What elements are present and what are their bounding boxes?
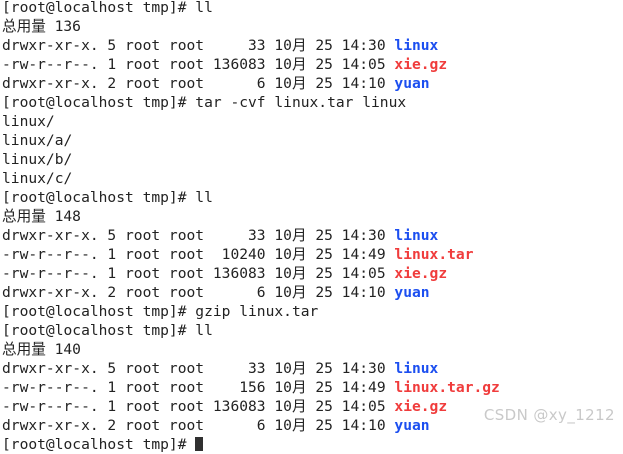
command-line[interactable]: [root@localhost tmp]# ll [2,189,213,206]
command-line[interactable]: [root@localhost tmp]# ll [2,322,213,339]
file-listing-row: -rw-r--r--. 1 root root 136083 10月 25 14… [0,397,623,416]
file-metadata: drwxr-xr-x. 5 root root 33 10月 25 14:30 [2,37,395,54]
file-listing-row: drwxr-xr-x. 2 root root 6 10月 25 14:10 y… [0,74,623,93]
file-name[interactable]: linux [394,37,439,54]
file-name[interactable]: yuan [394,284,430,301]
file-name[interactable]: linux.tar.gz [394,379,500,396]
file-listing-row: -rw-r--r--. 1 root root 10240 10月 25 14:… [0,245,623,264]
command-line[interactable]: [root@localhost tmp]# ll [2,0,213,16]
prompt-text: [root@localhost tmp]# [2,436,196,453]
file-metadata: -rw-r--r--. 1 root root 136083 10月 25 14… [2,56,395,73]
output-line: 总用量 148 [2,208,81,225]
output-line: 总用量 136 [2,18,81,35]
file-listing-row: drwxr-xr-x. 2 root root 6 10月 25 14:10 y… [0,283,623,302]
file-listing-row: drwxr-xr-x. 5 root root 33 10月 25 14:30 … [0,359,623,378]
shell-prompt-active: [root@localhost tmp]# [0,435,623,454]
command-line[interactable]: [root@localhost tmp]# gzip linux.tar [2,303,319,320]
text-cursor[interactable] [195,437,204,451]
file-metadata: -rw-r--r--. 1 root root 156 10月 25 14:49 [2,379,395,396]
csdn-watermark: CSDN @xy_1212 [483,406,615,424]
file-name[interactable]: yuan [394,75,430,92]
file-name[interactable]: xie.gz [394,398,448,415]
file-name[interactable]: xie.gz [394,56,448,73]
file-name[interactable]: linux [394,227,439,244]
file-listing-row: -rw-r--r--. 1 root root 136083 10月 25 14… [0,55,623,74]
output-line: 总用量 140 [2,341,81,358]
output-line: linux/ [2,113,55,130]
file-listing-row: drwxr-xr-x. 2 root root 6 10月 25 14:10 y… [0,416,623,435]
file-name[interactable]: yuan [394,417,430,434]
file-listing-row: drwxr-xr-x. 5 root root 33 10月 25 14:30 … [0,36,623,55]
file-metadata: drwxr-xr-x. 2 root root 6 10月 25 14:10 [2,284,395,301]
file-metadata: drwxr-xr-x. 2 root root 6 10月 25 14:10 [2,75,395,92]
file-listing-row: drwxr-xr-x. 5 root root 33 10月 25 14:30 … [0,226,623,245]
file-metadata: drwxr-xr-x. 2 root root 6 10月 25 14:10 [2,417,395,434]
output-line: linux/b/ [2,151,73,168]
file-listing-row: -rw-r--r--. 1 root root 156 10月 25 14:49… [0,378,623,397]
file-name[interactable]: linux.tar [394,246,474,263]
file-name[interactable]: xie.gz [394,265,448,282]
output-line: linux/c/ [2,170,73,187]
file-metadata: drwxr-xr-x. 5 root root 33 10月 25 14:30 [2,227,395,244]
file-name[interactable]: linux [394,360,439,377]
file-listing-row: -rw-r--r--. 1 root root 136083 10月 25 14… [0,264,623,283]
file-metadata: drwxr-xr-x. 5 root root 33 10月 25 14:30 [2,360,395,377]
file-metadata: -rw-r--r--. 1 root root 10240 10月 25 14:… [2,246,395,263]
file-metadata: -rw-r--r--. 1 root root 136083 10月 25 14… [2,398,395,415]
output-line: linux/a/ [2,132,73,149]
file-metadata: -rw-r--r--. 1 root root 136083 10月 25 14… [2,265,395,282]
command-line[interactable]: [root@localhost tmp]# tar -cvf linux.tar… [2,94,407,111]
